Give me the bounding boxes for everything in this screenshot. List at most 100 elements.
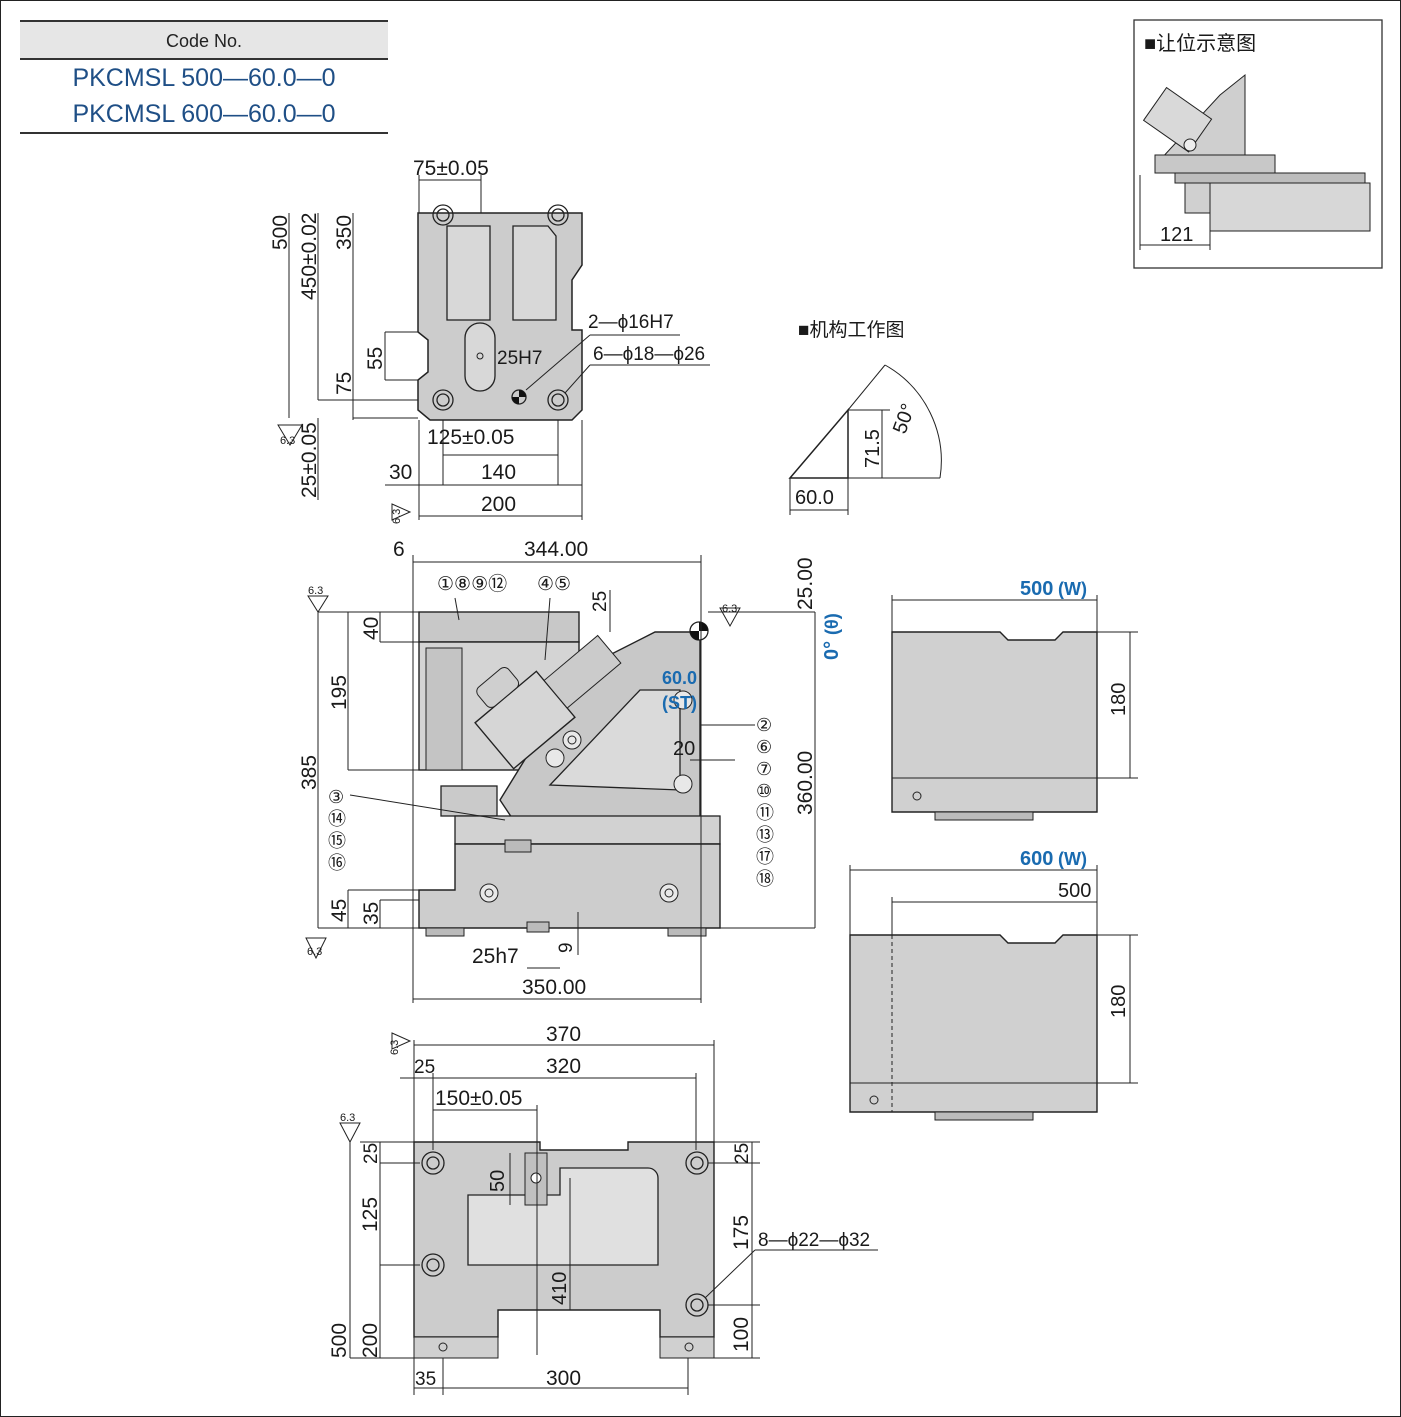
dim-25: 25±0.05 (298, 422, 321, 498)
part-callout-45: ④⑤ (537, 574, 571, 595)
width-unit-600: (W) (1058, 849, 1087, 869)
dim-360: 360.00 (794, 751, 817, 815)
roughness-mark-4: 6.3 (722, 603, 737, 615)
callout-15: ⑮ (328, 831, 346, 851)
dim-40: 40 (360, 617, 383, 640)
dim-200: 200 (359, 1323, 382, 1358)
top-slot-left (446, 225, 491, 321)
dim-450: 450±0.02 (298, 213, 321, 300)
dim-100: 100 (730, 1317, 753, 1352)
callout-7: ⑦ (756, 759, 772, 779)
top-plate-outline (417, 212, 583, 421)
dim-25-small: 25 (590, 591, 611, 612)
hole-callout-18-26: 6—ϕ18—ϕ26 (593, 344, 705, 365)
width-600: 600 (1020, 848, 1053, 870)
dim-30: 30 (389, 461, 412, 484)
dim-50: 50 (487, 1170, 509, 1192)
callout-2: ② (756, 715, 772, 735)
callout-14: ⑭ (328, 809, 346, 829)
height-180-b: 180 (1108, 985, 1130, 1018)
top-slot-right (512, 225, 557, 321)
front-view: 6 344.00 25.00 25 40 195 385 45 35 360.0… (298, 538, 843, 1003)
code-row-1: PKCMSL 500—60.0—0 (72, 64, 336, 92)
dim-125: 125 (359, 1197, 382, 1232)
roughness-mark-5: 6.3 (307, 946, 322, 958)
dim-25H7: 25H7 (497, 348, 542, 369)
dim-25-top: 25.00 (794, 557, 817, 610)
dim-6: 6 (393, 538, 405, 561)
dim-385: 385 (298, 755, 321, 790)
hole-callout: 8—ϕ22—ϕ32 (758, 1230, 870, 1251)
height-180-a: 180 (1108, 683, 1130, 716)
clearance-title: ■让位示意图 (1144, 32, 1256, 55)
dim-410: 410 (549, 1272, 571, 1305)
dim-9: 9 (556, 942, 577, 953)
dim-140: 140 (481, 461, 516, 484)
dim-175: 175 (730, 1215, 753, 1250)
dim-35: 35 (415, 1369, 436, 1390)
width-unit-500: (W) (1058, 579, 1087, 599)
callout-3: ③ (328, 787, 344, 807)
mechanism-title: ■机构工作图 (798, 319, 904, 341)
top-slot-oval (464, 322, 496, 392)
side-view-600: 600 (W) 500 180 (849, 848, 1138, 1121)
mech-height: 71.5 (862, 429, 884, 468)
angle-theta: (θ) (822, 613, 842, 635)
callout-17: ⑰ (756, 847, 774, 867)
hole-callout-16H7: 2—ϕ16H7 (588, 312, 674, 333)
width-500-inner: 500 (1058, 880, 1091, 902)
dim-25-right: 25 (732, 1143, 753, 1164)
dim-25-top: 25 (414, 1057, 435, 1078)
callout-13: ⑬ (756, 825, 774, 845)
roughness-mark-7: 6.3 (340, 1112, 355, 1124)
dim-344: 344.00 (524, 538, 588, 561)
callout-18: ⑱ (756, 869, 774, 889)
clearance-dim: 121 (1160, 224, 1193, 246)
code-table-header: Code No. (20, 20, 388, 60)
side-view-500: 500 (W) 180 (891, 578, 1138, 821)
clearance-inset: ■让位示意图 121 (1133, 19, 1383, 269)
part-callout-top: ①⑧⑨⑫ (437, 573, 507, 595)
bolt-hole (547, 389, 569, 411)
top-view: 75±0.05 500 450±0.02 350 55 75 25H7 2—ϕ1… (269, 157, 710, 524)
dim-150: 150±0.05 (435, 1087, 522, 1110)
roughness-mark-6: 6.3 (389, 1040, 401, 1055)
roughness-mark-3: 6.3 (308, 585, 323, 597)
stroke-value: 60.0 (662, 668, 697, 688)
dim-25-left: 25 (361, 1143, 382, 1164)
bolt-hole (432, 389, 454, 411)
mech-width: 60.0 (795, 487, 834, 509)
callout-16: ⑯ (328, 853, 346, 873)
dim-500: 500 (269, 215, 292, 250)
slot-center-mark (476, 352, 484, 360)
dim-370: 370 (546, 1023, 581, 1046)
mechanism-diagram: ■机构工作图 60.0 71.5 50° (788, 319, 942, 515)
dim-45: 45 (328, 899, 351, 922)
bolt-hole (547, 204, 569, 226)
stroke-label: (ST) (662, 693, 697, 713)
angle-zero: 0° (821, 641, 843, 660)
dim-500: 500 (328, 1323, 351, 1358)
dim-25h7: 25h7 (472, 945, 519, 968)
dim-55: 55 (364, 347, 387, 370)
mech-angle: 50° (889, 401, 920, 437)
bolt-hole (432, 204, 454, 226)
dim-350: 350.00 (522, 976, 586, 999)
code-row-2: PKCMSL 600—60.0—0 (20, 96, 388, 134)
dim-200: 200 (481, 493, 516, 516)
dim-75: 75±0.05 (413, 157, 489, 180)
roughness-mark-2: 6.3 (391, 509, 403, 524)
roughness-mark: 6.3 (280, 435, 295, 447)
dim-75b: 75 (333, 372, 356, 395)
dim-350: 350 (333, 215, 356, 250)
dim-320: 320 (546, 1055, 581, 1078)
dim-195: 195 (328, 675, 351, 710)
dim-35: 35 (360, 902, 383, 925)
bottom-view: 370 25 320 150±0.05 25 125 50 410 500 20… (328, 1023, 878, 1395)
dim-300: 300 (546, 1367, 581, 1390)
callout-6: ⑥ (756, 737, 772, 757)
code-table: Code No. PKCMSL 500—60.0—0 PKCMSL 600—60… (20, 20, 388, 134)
dim-20: 20 (673, 738, 695, 760)
dim-125: 125±0.05 (427, 426, 514, 449)
